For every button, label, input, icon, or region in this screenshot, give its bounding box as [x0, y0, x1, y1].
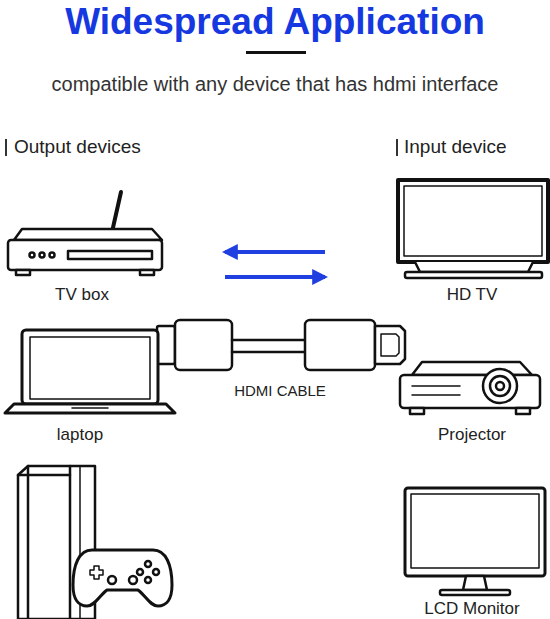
- title-underline: [246, 51, 306, 54]
- game-console-icon: [18, 466, 172, 619]
- tv-box-icon: [8, 192, 162, 275]
- device-node: HD TV: [325, 175, 550, 310]
- device-node: LCD Monitor: [395, 480, 550, 619]
- hd-tv-icon: [398, 180, 548, 278]
- hdmi-cable-icon: [157, 320, 405, 370]
- lcd-monitor-icon: [405, 488, 545, 595]
- subtitle: compatible with any device that has hdmi…: [0, 73, 550, 96]
- device-node: TV box: [0, 185, 225, 310]
- laptop-icon: [5, 330, 175, 413]
- heading-bar: [396, 139, 398, 156]
- device-node: laptop: [0, 320, 180, 448]
- title: Widespread Application: [0, 1, 550, 44]
- device-label: Projector: [402, 425, 542, 445]
- device-label: TV box: [12, 285, 152, 305]
- cable-label: HDMI CABLE: [200, 382, 360, 399]
- device-label: laptop: [10, 425, 150, 445]
- signal-arrow: [225, 275, 325, 279]
- device-label: LCD Monitor: [402, 599, 542, 619]
- column-heading: Output devices: [14, 136, 234, 158]
- device-node: Projector: [390, 350, 550, 448]
- column-heading: Input device: [404, 136, 550, 158]
- projector-icon: [400, 362, 540, 414]
- heading-bar: [5, 139, 7, 156]
- device-label: HD TV: [402, 285, 542, 305]
- signal-arrow: [225, 250, 325, 254]
